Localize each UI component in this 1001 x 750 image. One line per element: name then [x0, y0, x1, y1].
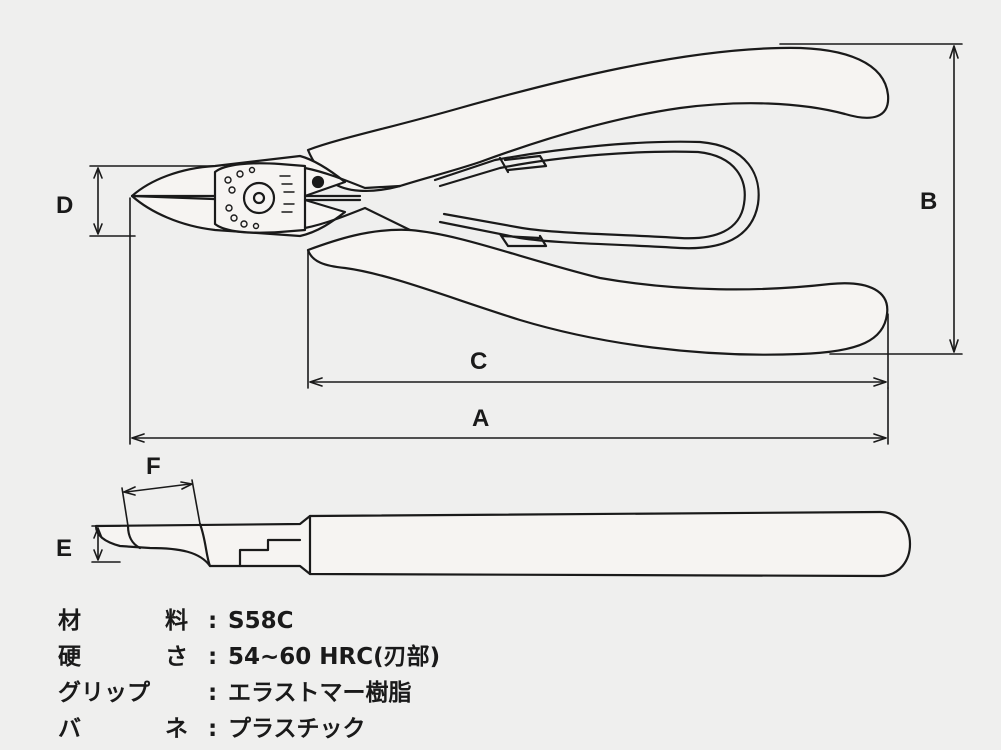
- label-f: F: [146, 453, 161, 480]
- spec-value: エラストマー樹脂: [228, 680, 412, 706]
- upper-handle-grip: [306, 46, 890, 193]
- return-spring-inner: [438, 150, 746, 240]
- dimension-d: [89, 165, 216, 237]
- lower-handle-grip: [306, 228, 889, 356]
- side-view-joint-step: [238, 538, 302, 568]
- pivot-rivet-center: [252, 191, 266, 205]
- dimension-f: [121, 479, 201, 527]
- spec-colon: :: [208, 680, 218, 706]
- return-spring: [433, 140, 760, 250]
- spec-spring: バ ネ : プラスチック: [58, 711, 618, 747]
- spec-value: プラスチック: [228, 716, 366, 742]
- dimension-e: [91, 525, 121, 563]
- spec-value: S58C: [228, 608, 294, 634]
- dimension-b: [779, 43, 963, 355]
- spec-material: 材 料 : S58C: [58, 603, 618, 639]
- joint-engraving: [224, 166, 295, 230]
- dimension-a: [129, 197, 889, 445]
- side-view-blade-edge: [198, 522, 212, 568]
- pivot-rivet: [242, 181, 276, 215]
- spec-colon: :: [208, 644, 218, 670]
- spring-clip-upper: [498, 154, 548, 174]
- label-c: C: [470, 348, 487, 375]
- spec-label: 硬 さ: [58, 644, 188, 670]
- spec-label: 材 料: [58, 608, 188, 634]
- label-b: B: [920, 188, 937, 215]
- spec-value: 54~60 HRC(刃部): [228, 644, 441, 670]
- spring-clip-lower: [498, 232, 548, 248]
- spec-colon: :: [208, 608, 218, 634]
- spec-label: グリップ: [58, 680, 150, 706]
- spec-list: 材 料 : S58C 硬 さ : 54~60 HRC(刃部) グリップ : エラ…: [58, 603, 618, 747]
- spec-colon: :: [208, 716, 218, 742]
- spec-hardness: 硬 さ : 54~60 HRC(刃部): [58, 639, 618, 675]
- jaw-neck-lower: [303, 206, 412, 232]
- spec-grip: グリップ : エラストマー樹脂: [58, 675, 618, 711]
- spec-label: バ ネ: [58, 716, 188, 742]
- side-view-blade-bevel: [126, 524, 142, 550]
- label-e: E: [56, 535, 72, 562]
- label-d: D: [56, 192, 73, 219]
- set-screw: [311, 175, 325, 189]
- jaw-neck-center: [303, 194, 362, 202]
- dimension-c: [307, 249, 889, 389]
- jaw-neck-upper: [303, 166, 402, 190]
- label-a: A: [472, 405, 489, 432]
- side-view-handle: [301, 510, 912, 578]
